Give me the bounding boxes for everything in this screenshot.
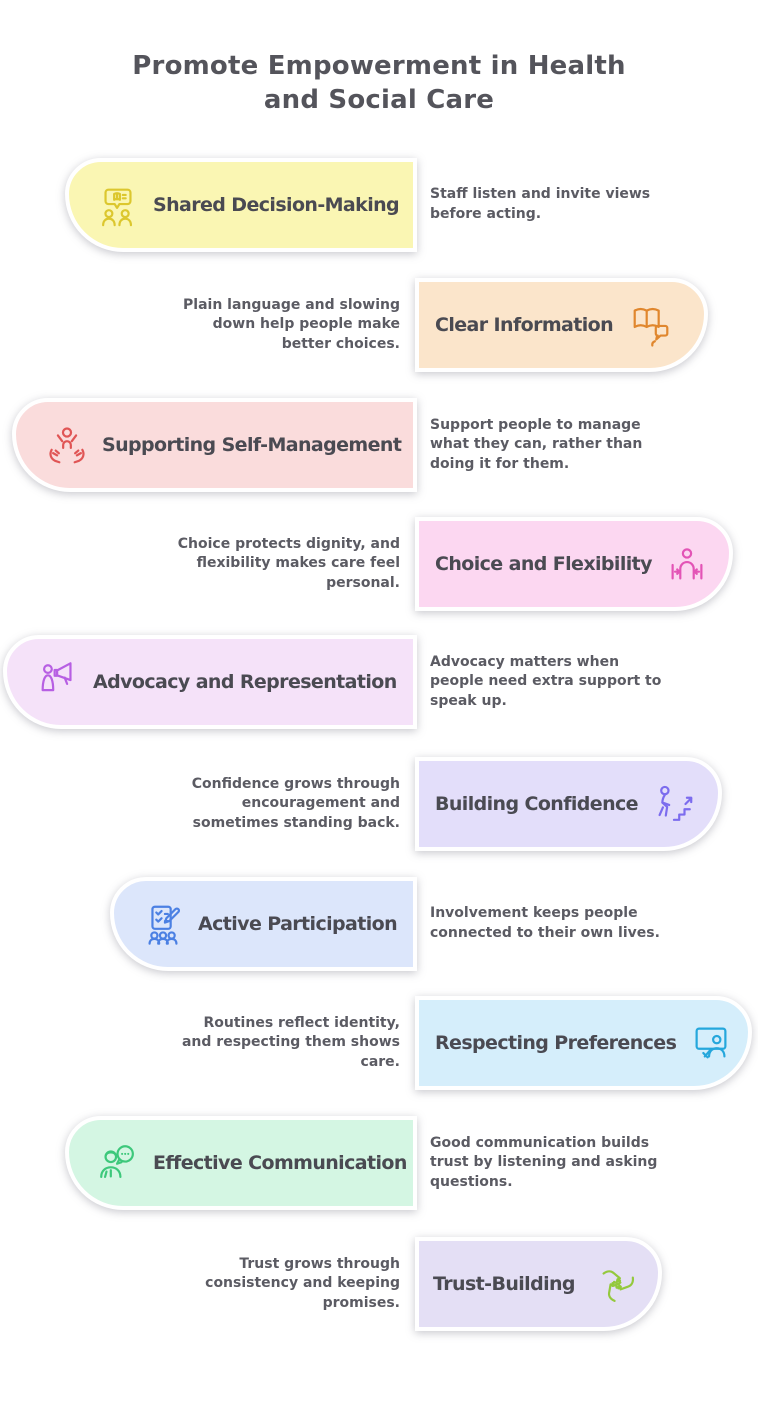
card-description: Routines reflect identity, and respectin… <box>181 1014 400 1070</box>
board-person-icon <box>688 1020 734 1066</box>
card-supporting-self-management: Supporting Self-Management <box>12 398 417 492</box>
card-title: Advocacy and Representation <box>93 671 397 693</box>
card-title: Effective Communication <box>153 1152 407 1174</box>
hands-together-icon <box>594 1261 640 1307</box>
person-stairs-icon <box>650 781 696 827</box>
card-title: Shared Decision-Making <box>153 194 400 216</box>
card-description: Confidence grows through encouragement a… <box>191 775 400 831</box>
card-title: Building Confidence <box>435 793 639 815</box>
card-description: Involvement keeps people connected to th… <box>430 905 660 941</box>
card-description: Advocacy matters when people need extra … <box>430 653 662 709</box>
card-description: Choice protects dignity, and flexibility… <box>177 535 400 591</box>
card-title: Respecting Preferences <box>435 1032 677 1054</box>
card-description: Trust grows through consistency and keep… <box>205 1255 400 1311</box>
people-presentation-icon <box>95 182 141 228</box>
card-active-participation: Active Participation <box>110 877 417 971</box>
card-description: Staff listen and invite views before act… <box>430 186 651 222</box>
card-title: Active Participation <box>198 913 398 935</box>
card-title: Choice and Flexibility <box>435 553 653 575</box>
card-clear-information: Clear Information <box>415 278 708 372</box>
page-title: Promote Empowerment in Health and Social… <box>132 51 626 115</box>
person-chat-icon <box>95 1140 141 1186</box>
card-effective-communication: Effective Communication <box>65 1116 417 1210</box>
card-description: Support people to manage what they can, … <box>430 416 643 472</box>
card-respecting-preferences: Respecting Preferences <box>415 996 752 1090</box>
book-speech-icon <box>628 302 674 348</box>
card-description: Plain language and slowing down help peo… <box>183 296 400 352</box>
card-description: Good communication builds trust by liste… <box>430 1134 658 1190</box>
card-building-confidence: Building Confidence <box>415 757 722 851</box>
card-choice-and-flexibility: Choice and Flexibility <box>415 517 733 611</box>
checklist-people-icon <box>140 901 186 947</box>
card-shared-decision-making: Shared Decision-Making <box>65 158 417 252</box>
hands-person-icon <box>44 422 90 468</box>
megaphone-person-icon <box>35 659 81 705</box>
card-trust-building: Trust-Building <box>415 1237 662 1331</box>
card-title: Supporting Self-Management <box>102 434 402 456</box>
card-title: Clear Information <box>435 314 614 336</box>
card-title: Trust-Building <box>433 1273 576 1295</box>
card-advocacy-and-representation: Advocacy and Representation <box>3 635 417 729</box>
person-arrows-icon <box>664 541 710 587</box>
